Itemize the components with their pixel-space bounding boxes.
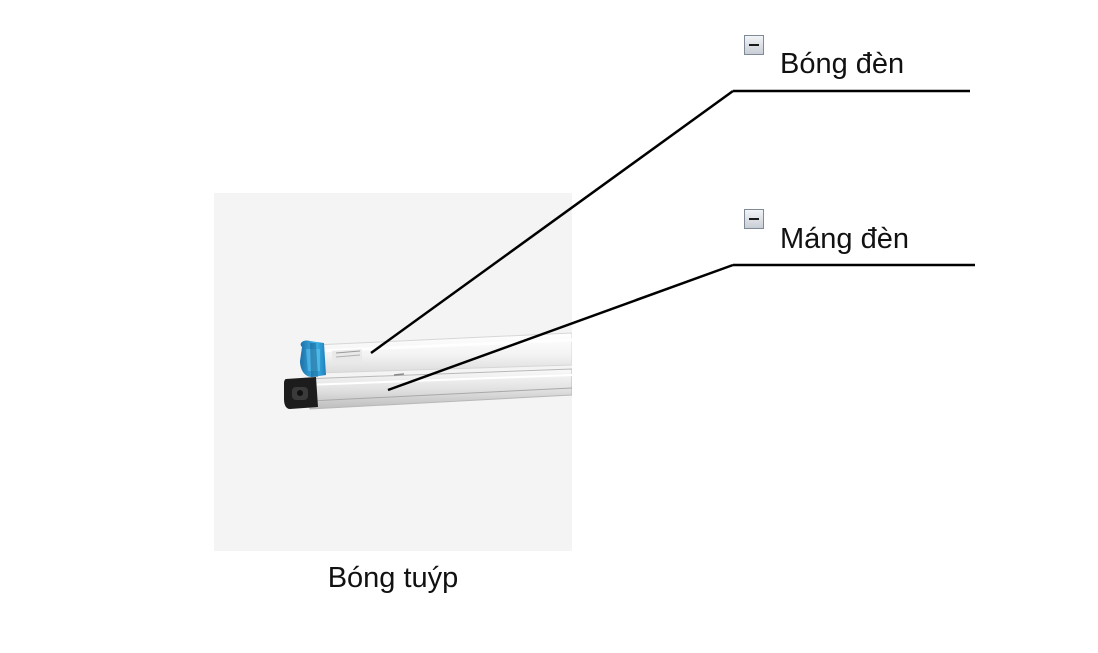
fixture-photo [214, 193, 573, 551]
callout-label-mang-den: Máng đèn [780, 223, 909, 255]
collapse-toggle-mang-den[interactable] [744, 209, 764, 229]
rail-end-holder [284, 377, 318, 409]
callout-label-bong-den: Bóng đèn [780, 48, 905, 80]
leader-line-mang-den [387, 263, 975, 392]
leader-line-bong-den [370, 89, 970, 355]
collapse-toggle-bong-den[interactable] [744, 35, 764, 55]
image-caption: Bóng tuýp [327, 562, 459, 594]
minus-collapse-icon [749, 44, 759, 46]
tube-end-cap [300, 340, 326, 377]
minus-collapse-icon [749, 218, 759, 220]
